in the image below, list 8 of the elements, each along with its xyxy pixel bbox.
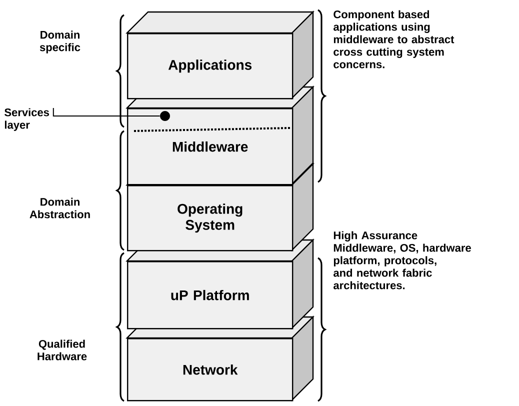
dot: [160, 111, 170, 121]
brace-label: Domain specific: [40, 30, 80, 54]
leader-line: [52, 108, 160, 116]
brace-label: Qualified Hardware: [38, 340, 87, 360]
description-text: Component based applications using middleware to abstract cross cutting system concerns.: [334, 10, 454, 68]
callout-text: Services layer: [4, 108, 49, 131]
brace-label: Domain Abstraction: [30, 198, 90, 218]
description-text: High Assurance Middleware, OS, hardware platform, protocols, and network fabric architectures.: [334, 231, 471, 290]
